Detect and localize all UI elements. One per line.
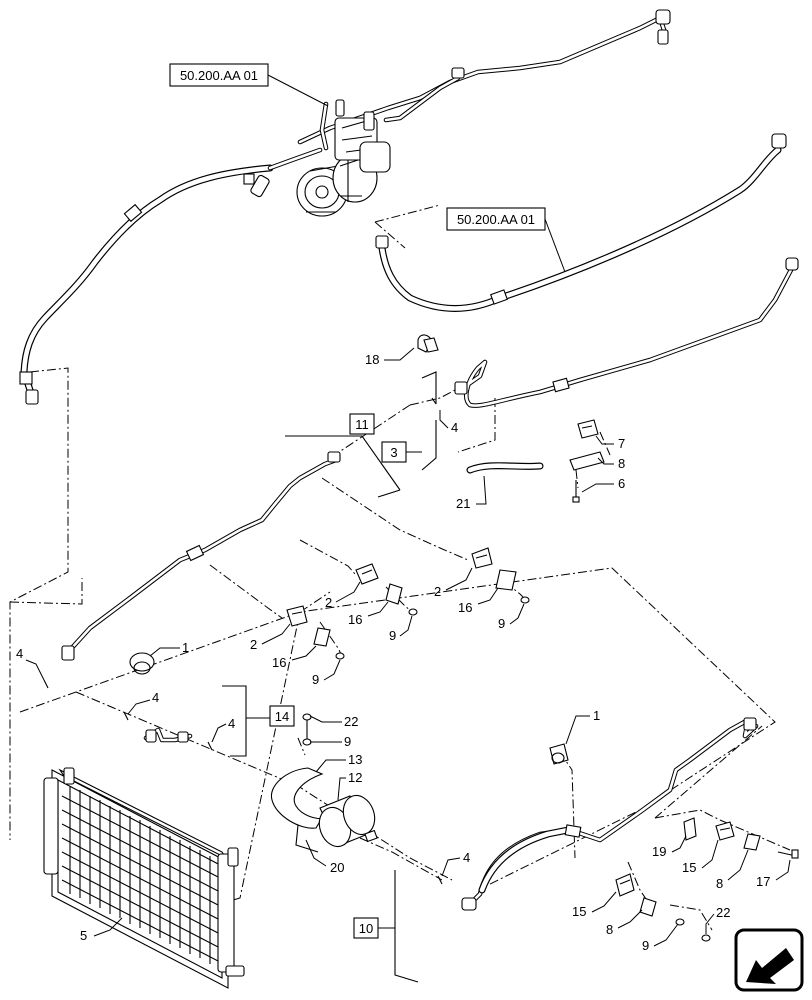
boxed-callout-11-text: 11 [355, 417, 369, 432]
callout-19: 19 [652, 844, 666, 859]
boxed-callout-3-text: 3 [390, 445, 397, 460]
boxed-callout-14-text: 14 [275, 709, 289, 724]
boxed-callout-3: 3 [381, 371, 437, 471]
callout-15-b: 15 [572, 904, 586, 919]
callout-12: 12 [348, 770, 362, 785]
clips [43, 547, 530, 751]
pipe-line-3 [417, 257, 799, 503]
callout-8-b: 8 [716, 876, 723, 891]
callout-9-c: 9 [312, 672, 319, 687]
callout-8-a: 8 [618, 456, 625, 471]
callout-1-b: 1 [593, 708, 600, 723]
boxed-callout-14: 14 [246, 705, 295, 727]
callout-16-a: 16 [458, 600, 472, 615]
callout-9-e: 9 [642, 938, 649, 953]
callout-2-b: 2 [325, 595, 332, 610]
callout-4-a: 4 [451, 420, 458, 435]
pipe-line-11 [61, 451, 341, 661]
callout-4-b: 4 [16, 646, 23, 661]
compressor-assembly [19, 9, 671, 405]
callout-21: 21 [456, 496, 470, 511]
callout-4-e: 4 [463, 850, 470, 865]
boxed-callout-10-text: 10 [359, 921, 373, 936]
receiver-drier [270, 713, 378, 853]
callout-15-a: 15 [682, 860, 696, 875]
callout-1-a: 1 [182, 640, 189, 655]
callout-17: 17 [756, 874, 770, 889]
boxed-callout-10: 10 [353, 917, 395, 939]
callout-16-b: 16 [348, 612, 362, 627]
callout-9-d: 9 [344, 734, 351, 749]
callout-6: 6 [618, 476, 625, 491]
callout-5: 5 [80, 928, 87, 943]
callout-22-a: 22 [344, 714, 358, 729]
callout-4-c: 4 [152, 690, 159, 705]
callout-22-b: 22 [716, 905, 730, 920]
boxed-callout-11: 11 [285, 413, 401, 498]
reference-text-right: 50.200.AA 01 [457, 212, 535, 227]
boxed-callouts: 11 3 14 10 [246, 371, 437, 939]
callout-16-c: 16 [272, 655, 286, 670]
callout-18: 18 [365, 352, 379, 367]
callout-8-c: 8 [606, 922, 613, 937]
pipe-line-14 [143, 685, 247, 757]
callout-2-c: 2 [250, 637, 257, 652]
condenser [43, 767, 245, 989]
callout-2-a: 2 [434, 584, 441, 599]
callout-7: 7 [618, 436, 625, 451]
upper-right-hose [375, 133, 787, 312]
reference-text-top: 50.200.AA 01 [180, 68, 258, 83]
reference-label-right: 50.200.AA 01 [446, 207, 566, 273]
callout-20: 20 [330, 860, 344, 875]
callout-13: 13 [348, 752, 362, 767]
callout-9-b: 9 [389, 628, 396, 643]
condenser-fins [61, 786, 221, 964]
callout-4-d: 4 [228, 716, 235, 731]
reference-label-top: 50.200.AA 01 [169, 63, 329, 107]
callout-9-a: 9 [498, 616, 505, 631]
callouts: 18 4 7 8 6 21 2 16 9 2 16 9 2 [16, 347, 791, 953]
pipe-line-10 [394, 717, 799, 983]
direction-arrow-icon [734, 928, 804, 992]
